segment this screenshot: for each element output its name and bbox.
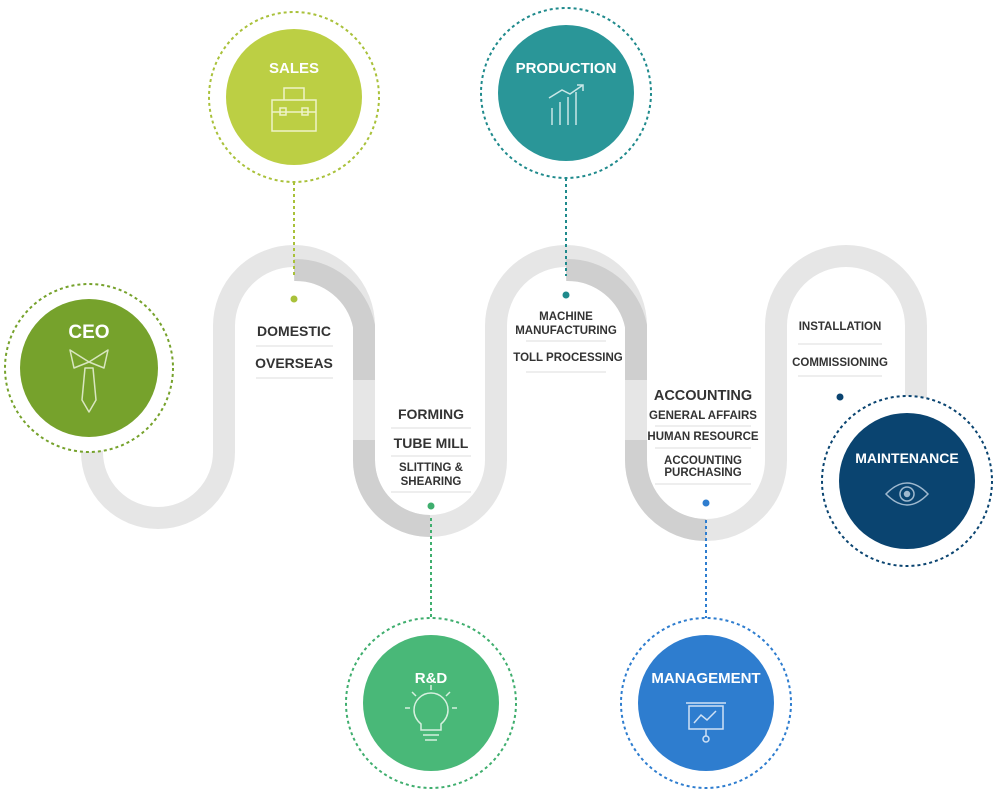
sales-item-domestic: DOMESTIC — [257, 323, 331, 339]
management-title: MANAGEMENT — [651, 670, 760, 687]
management-items: ACCOUNTING GENERAL AFFAIRS HUMAN RESOURC… — [647, 388, 759, 485]
eye-icon — [884, 482, 930, 506]
rnd-item-tube-mill: TUBE MILL — [394, 435, 469, 451]
production-items: MACHINE MANUFACTURING TOLL PROCESSING — [513, 311, 623, 373]
chart-growth-icon — [548, 84, 584, 125]
lightbulb-icon — [405, 685, 457, 741]
management-item-purchasing: PURCHASING — [664, 467, 741, 479]
rnd-item-slitting: SLITTING & — [399, 462, 463, 474]
rnd-item-forming: FORMING — [398, 406, 464, 422]
management-item-human-resource: HUMAN RESOURCE — [647, 431, 759, 443]
presentation-icon — [686, 702, 726, 743]
maintenance-items: INSTALLATION COMMISSIONING — [792, 321, 888, 377]
production-node: PRODUCTION — [480, 7, 652, 179]
track-shade-1 — [293, 259, 375, 380]
rnd-items: FORMING TUBE MILL SLITTING & SHEARING — [391, 406, 471, 493]
production-title: PRODUCTION — [516, 60, 617, 77]
production-item-machine: MACHINE — [539, 311, 593, 323]
sales-title: SALES — [269, 60, 319, 77]
track-shade-2 — [353, 440, 431, 537]
rnd-item-shearing: SHEARING — [401, 476, 462, 488]
management-dot — [702, 499, 710, 507]
management-node: MANAGEMENT — [620, 617, 792, 789]
sales-item-overseas: OVERSEAS — [255, 355, 333, 371]
maintenance-title: MAINTENANCE — [855, 450, 958, 466]
management-item-general-affairs: GENERAL AFFAIRS — [649, 410, 757, 422]
production-dot — [562, 291, 570, 299]
rnd-node: R&D — [345, 617, 517, 789]
management-item-accounting: ACCOUNTING — [654, 388, 752, 404]
maintenance-node: MAINTENANCE — [821, 395, 993, 567]
winding-track — [81, 245, 927, 541]
track-shade-3 — [565, 259, 647, 380]
rnd-dot — [427, 502, 435, 510]
track-shade-4 — [625, 440, 707, 541]
maintenance-item-installation: INSTALLATION — [799, 321, 882, 333]
sales-dot — [290, 295, 298, 303]
production-item-manufacturing: MANUFACTURING — [515, 325, 617, 337]
maintenance-item-commissioning: COMMISSIONING — [792, 357, 888, 369]
maintenance-dot — [836, 393, 844, 401]
sales-items: DOMESTIC OVERSEAS — [255, 323, 333, 379]
ceo-title: CEO — [68, 322, 109, 343]
briefcase-icon — [271, 87, 317, 132]
ceo-node: CEO — [4, 283, 174, 453]
production-item-toll-processing: TOLL PROCESSING — [513, 352, 623, 364]
tie-icon — [69, 349, 109, 413]
management-item-accounting-sub: ACCOUNTING — [664, 455, 742, 467]
rnd-title: R&D — [415, 670, 448, 687]
sales-node: SALES — [208, 11, 380, 183]
